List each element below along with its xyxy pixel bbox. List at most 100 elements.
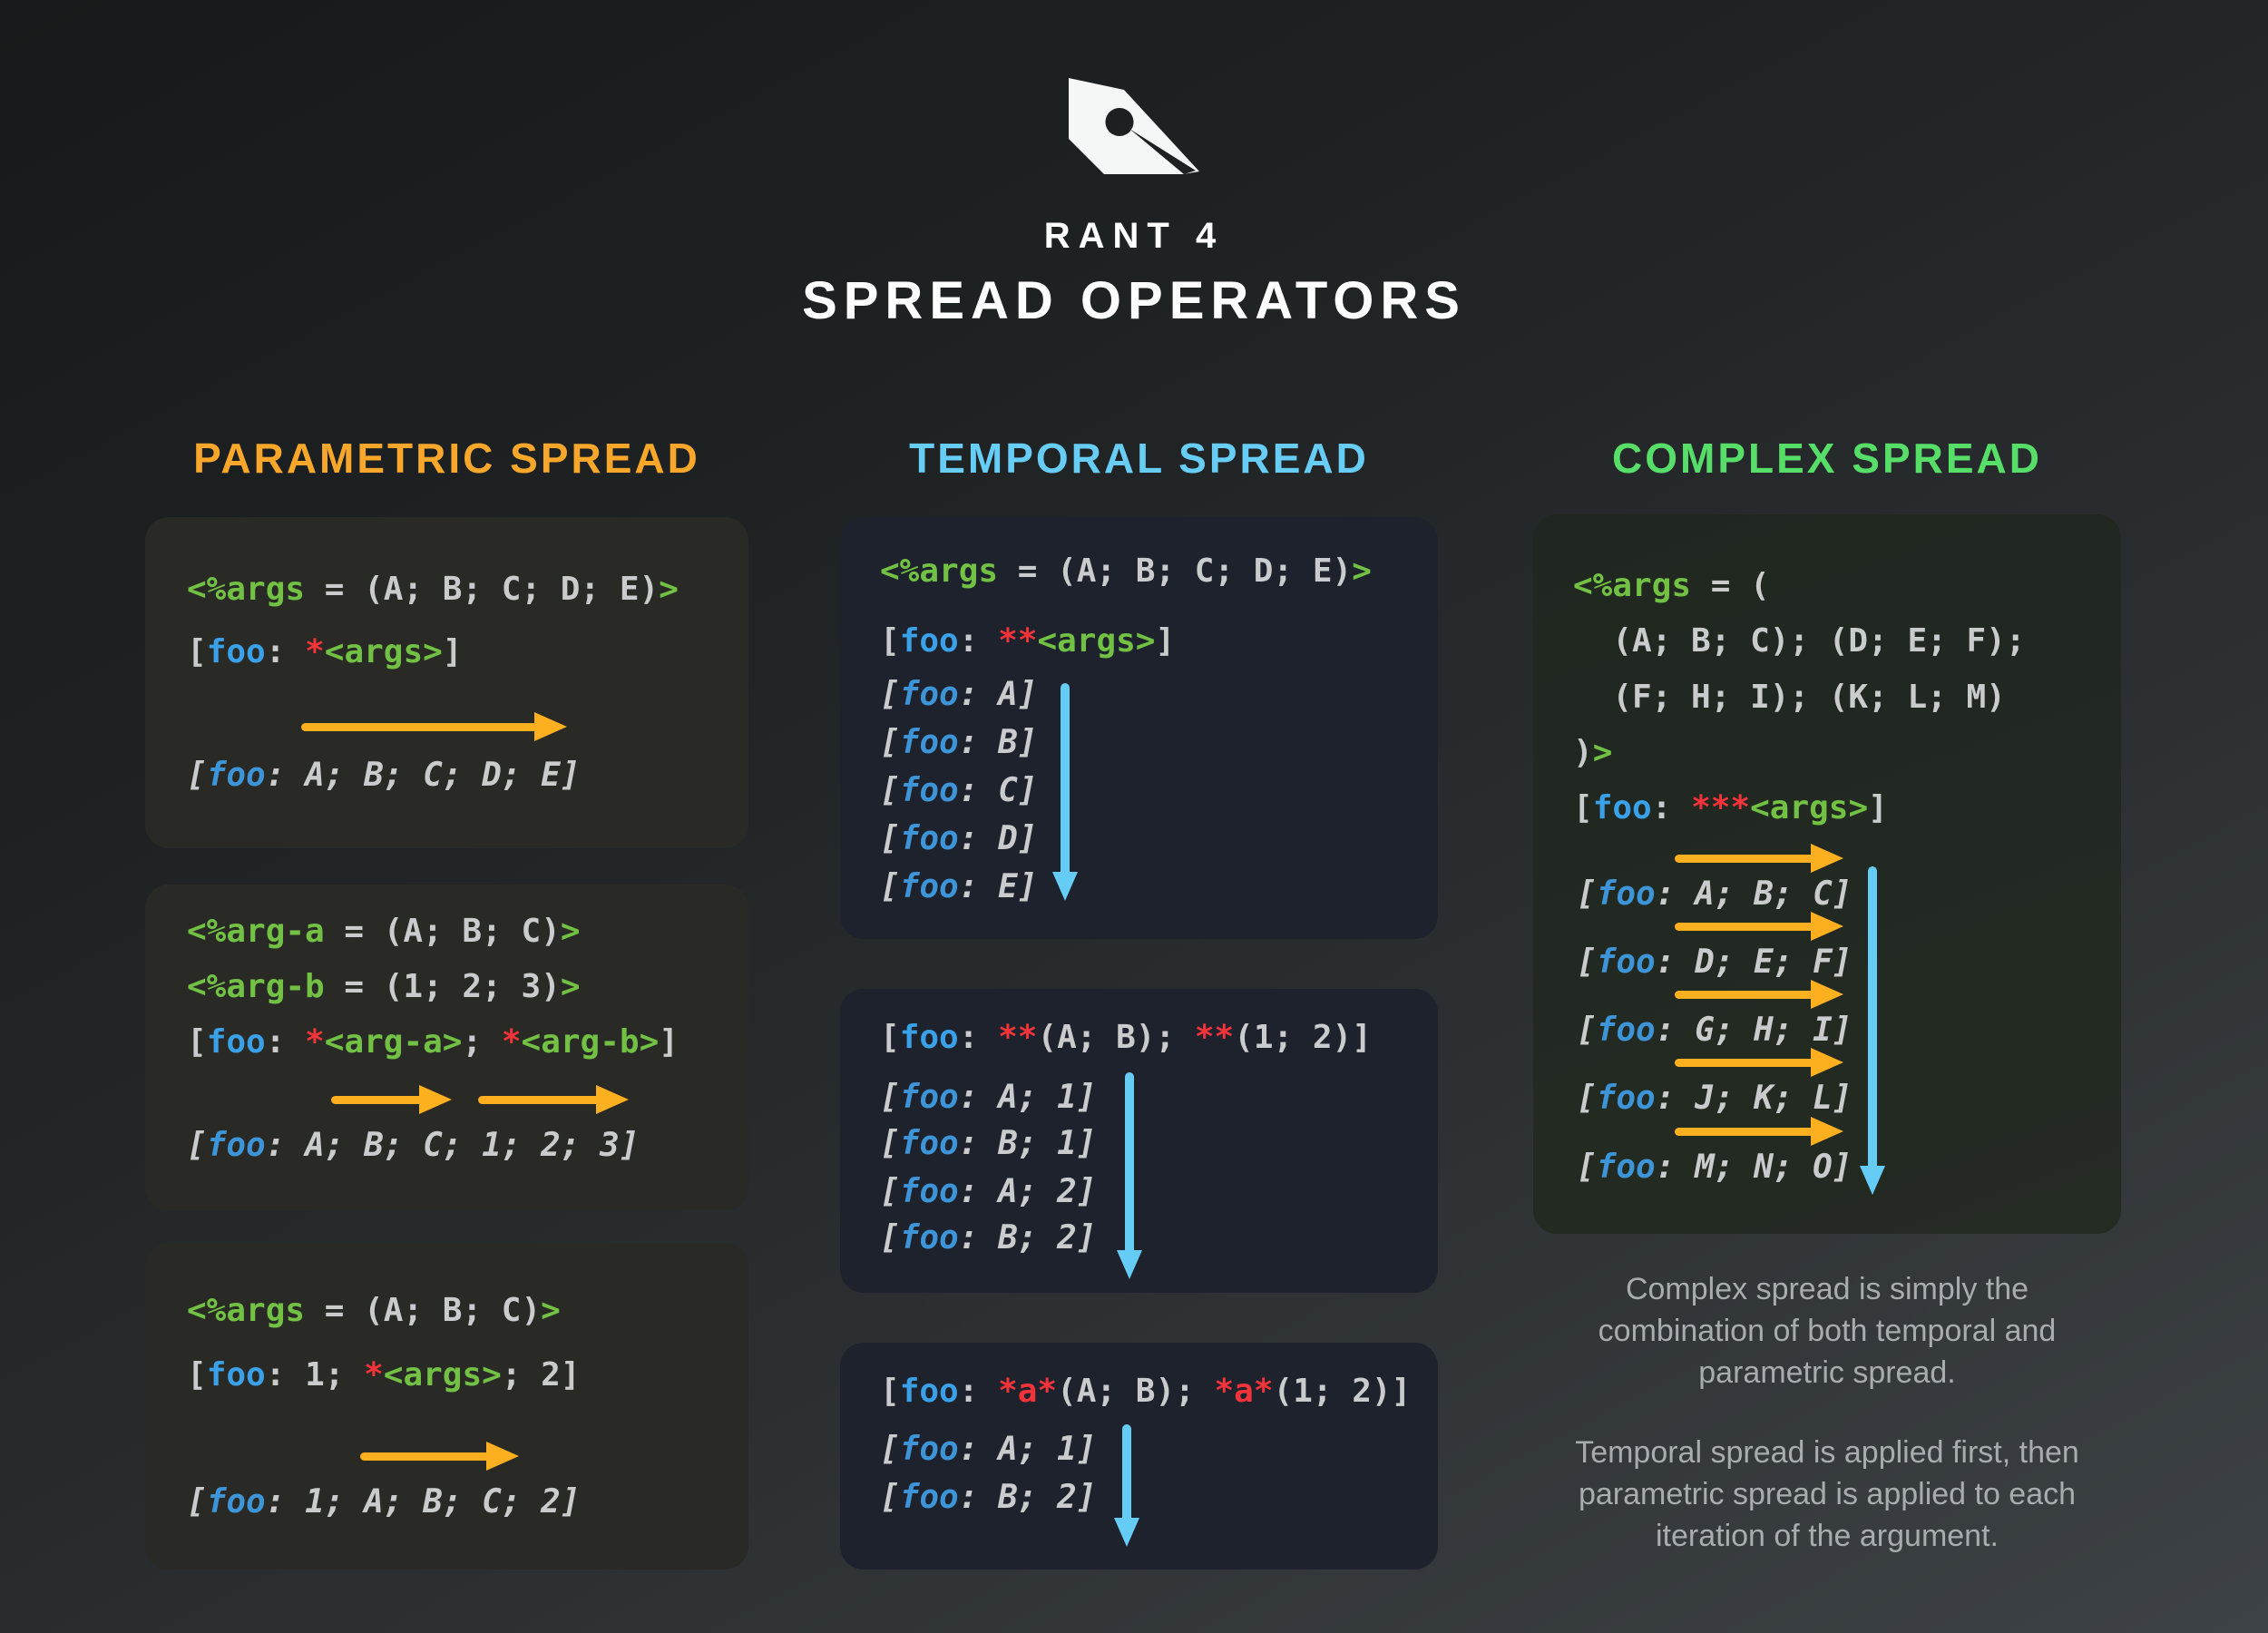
code-line: [foo: ***<args>] bbox=[1573, 787, 1888, 830]
code-token: foo bbox=[899, 1479, 959, 1516]
code-token: foo bbox=[899, 772, 959, 809]
code-token: foo bbox=[206, 1023, 266, 1061]
code-token: [ bbox=[1577, 1012, 1597, 1049]
code-token: foo bbox=[899, 622, 959, 660]
code-token: [ bbox=[187, 1356, 207, 1393]
result-line: [foo: D; E; F] bbox=[1577, 941, 1852, 984]
code-token: : D] bbox=[958, 820, 1038, 857]
code-token: [ bbox=[880, 1125, 900, 1162]
result-line: [foo: M; N; O] bbox=[1577, 1146, 1852, 1189]
temporal-panel-3: [foo: *a*(A; B); *a*(1; 2)] [foo: A; 1] … bbox=[840, 1343, 1438, 1569]
code-token: [ bbox=[1577, 1149, 1597, 1186]
page-title: SPREAD OPERATORS bbox=[802, 271, 1466, 330]
code-token: : B] bbox=[958, 724, 1038, 761]
code-token: (1; 2)] bbox=[1273, 1373, 1412, 1410]
column-heading-parametric: PARAMETRIC SPREAD bbox=[193, 435, 700, 482]
arrow-head bbox=[419, 1085, 452, 1114]
code-token: foo bbox=[206, 757, 266, 794]
code-line: [foo: *<arg-a>; *<arg-b>] bbox=[187, 1021, 679, 1064]
arrow-right-icon bbox=[331, 1083, 452, 1116]
arrow-shaft bbox=[1675, 991, 1818, 999]
code-token: > bbox=[560, 913, 581, 950]
code-token: : D; E; F] bbox=[1655, 944, 1853, 981]
code-line: )> bbox=[1573, 731, 1612, 775]
code-token: : A; 1] bbox=[958, 1079, 1097, 1116]
code-token: * bbox=[364, 1356, 384, 1393]
code-line: (A; B; C); (D; E; F); bbox=[1573, 620, 2025, 663]
code-token: : 1; bbox=[265, 1356, 365, 1393]
code-token: foo bbox=[899, 820, 959, 857]
code-token: <arg-b> bbox=[521, 1023, 660, 1061]
result-line: [foo: A; 1] bbox=[880, 1428, 1096, 1472]
result-line: [foo: B] bbox=[880, 721, 1037, 765]
code-token: [ bbox=[880, 1479, 900, 1516]
result-line: [foo: A; 1] bbox=[880, 1076, 1096, 1120]
code-token: [ bbox=[880, 724, 900, 761]
code-token: foo bbox=[899, 676, 959, 713]
column-heading-complex: COMPLEX SPREAD bbox=[1612, 435, 2042, 482]
code-token: foo bbox=[1596, 875, 1656, 913]
code-token: ; bbox=[462, 1023, 502, 1061]
code-token: <%arg-a bbox=[187, 913, 325, 950]
code-token: [ bbox=[187, 633, 207, 670]
code-line: [foo: **<args>] bbox=[880, 620, 1175, 663]
code-token: > bbox=[1352, 552, 1372, 590]
arrow-head bbox=[596, 1085, 629, 1114]
result-line: [foo: D] bbox=[880, 817, 1037, 861]
code-token: <%args bbox=[187, 1292, 306, 1329]
code-line: [foo: *a*(A; B); *a*(1; 2)] bbox=[880, 1370, 1411, 1413]
code-token: [ bbox=[880, 868, 900, 905]
code-line: <%args = (A; B; C)> bbox=[187, 1289, 561, 1333]
code-token: ] bbox=[442, 633, 463, 670]
result-line: [foo: J; K; L] bbox=[1577, 1077, 1852, 1120]
code-token: foo bbox=[1592, 789, 1652, 826]
arrow-right-icon bbox=[478, 1083, 629, 1116]
code-token: <args> bbox=[383, 1356, 502, 1393]
result-line: [foo: A; B; C; D; E] bbox=[187, 754, 581, 797]
code-token: *** bbox=[1691, 789, 1751, 826]
code-token: (A; B); bbox=[1037, 1019, 1195, 1056]
code-token: foo bbox=[899, 1019, 959, 1056]
code-token: : B; 2] bbox=[958, 1219, 1097, 1257]
code-token: > bbox=[560, 968, 581, 1005]
code-token: [ bbox=[880, 1079, 900, 1116]
code-token: : bbox=[1651, 789, 1692, 826]
arrow-right-icon bbox=[1675, 910, 1843, 943]
arrow-head bbox=[1117, 1250, 1142, 1279]
code-line: <%arg-b = (1; 2; 3)> bbox=[187, 965, 581, 1009]
code-token: *a* bbox=[998, 1373, 1058, 1410]
code-token: [ bbox=[1573, 789, 1593, 826]
code-token: foo bbox=[206, 633, 266, 670]
result-line: [foo: A; 2] bbox=[880, 1170, 1096, 1214]
code-token: : bbox=[958, 1019, 999, 1056]
arrow-down-icon bbox=[1113, 1072, 1146, 1279]
result-line: [foo: B; 2] bbox=[880, 1476, 1096, 1520]
code-token: <%args bbox=[1573, 567, 1692, 604]
arrow-shaft bbox=[331, 1096, 426, 1104]
code-token: [ bbox=[187, 757, 207, 794]
code-token: > bbox=[1592, 734, 1613, 771]
code-token: : J; K; L] bbox=[1655, 1080, 1853, 1117]
result-line: [foo: G; H; I] bbox=[1577, 1009, 1852, 1052]
code-token: [ bbox=[880, 1173, 900, 1210]
arrow-shaft bbox=[1675, 1128, 1818, 1136]
code-token: foo bbox=[899, 1125, 959, 1162]
code-token: <%arg-b bbox=[187, 968, 325, 1005]
arrow-head bbox=[1811, 1048, 1843, 1077]
code-line: (F; H; I); (K; L; M) bbox=[1573, 676, 2005, 719]
complex-note-1: Complex spread is simply the combination… bbox=[1598, 1272, 2057, 1390]
code-token: : A; 2] bbox=[958, 1173, 1097, 1210]
code-token: [ bbox=[880, 1431, 900, 1468]
arrow-shaft bbox=[1061, 683, 1070, 877]
code-token: [ bbox=[880, 1019, 900, 1056]
code-token: ] bbox=[659, 1023, 679, 1061]
pen-nib-icon bbox=[1069, 78, 1199, 174]
code-token: ] bbox=[1868, 789, 1888, 826]
code-token: : A; B; C] bbox=[1655, 875, 1853, 913]
code-token: = (A; B; C) bbox=[324, 913, 561, 950]
code-token: * bbox=[501, 1023, 522, 1061]
temporal-panel-2: [foo: **(A; B); **(1; 2)] [foo: A; 1] [f… bbox=[840, 989, 1438, 1293]
code-token: foo bbox=[899, 724, 959, 761]
code-token: : E] bbox=[958, 868, 1038, 905]
